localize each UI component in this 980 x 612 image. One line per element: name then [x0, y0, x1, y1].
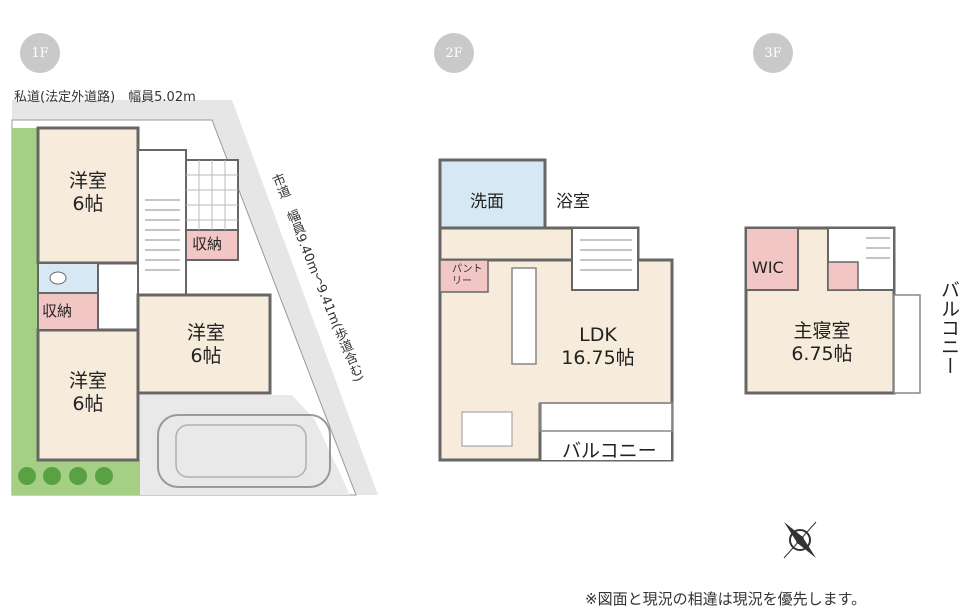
dining-table [461, 411, 513, 447]
room-west-bottom [36, 328, 140, 462]
balcony-3f-box [893, 294, 921, 394]
storage-label-top: 収納 [192, 235, 223, 253]
parking-area [140, 395, 350, 495]
storage-left-box [37, 292, 99, 331]
car-outline [157, 414, 331, 488]
storage-label-left: 収納 [42, 302, 73, 320]
footnote: ※図面と現況の相違は現況を優先します。 [585, 590, 867, 608]
ldk-label: LDK 16.75帖 [548, 324, 648, 370]
master-bedroom-label: 主寝室 6.75帖 [772, 320, 872, 366]
wic-label: WIC [752, 258, 784, 277]
storage-top-box [185, 229, 239, 261]
pantry-box [439, 259, 489, 293]
room-size: 16.75帖 [561, 347, 635, 369]
shrub-2 [43, 467, 61, 485]
bathroom-label: 浴室 [556, 192, 590, 212]
wic-box [745, 227, 799, 291]
third-floor-plan [744, 226, 921, 395]
floor-badge-1f: 1F [20, 33, 60, 73]
floor-badge-2f: 2F [434, 33, 474, 73]
small-storage-3f [827, 261, 859, 291]
room-name: 洋室 [68, 370, 107, 392]
balcony-label-2f: バルコニー [562, 440, 657, 462]
compass-icon [783, 521, 817, 559]
room-label-west-top: 洋室 6帖 [58, 170, 118, 216]
room-name: LDK [579, 324, 617, 346]
room-label-west-bottom: 洋室 6帖 [58, 370, 118, 416]
toilet-1f [37, 262, 99, 294]
room-size: 6帖 [72, 393, 104, 415]
pantry-label: パントリー [452, 264, 483, 287]
washroom-label: 洗面 [470, 192, 504, 212]
second-floor-plan [438, 158, 674, 462]
room-name: 主寝室 [793, 320, 851, 342]
room-name: 洋室 [186, 322, 225, 344]
garden-strip [12, 128, 38, 495]
shrub-4 [95, 467, 113, 485]
shrub-3 [69, 467, 87, 485]
room-size: 6帖 [190, 345, 222, 367]
kitchen-counter [511, 267, 537, 365]
first-floor-plan [11, 100, 378, 496]
shrub-1 [18, 467, 36, 485]
floor-badge-3f: 3F [753, 33, 793, 73]
washroom-box [438, 158, 547, 230]
room-west-top [36, 126, 140, 265]
stair-area-1f [137, 149, 187, 296]
room-label-east: 洋室 6帖 [176, 322, 236, 368]
room-name: 洋室 [68, 170, 107, 192]
room-east [136, 293, 272, 395]
room-size: 6.75帖 [791, 343, 853, 365]
room-size: 6帖 [72, 193, 104, 215]
private-road-label: 私道(法定外道路) 幅員5.02m [14, 90, 196, 105]
stair-2f [571, 227, 639, 291]
balcony-label-3f: バルコニー [938, 280, 960, 375]
